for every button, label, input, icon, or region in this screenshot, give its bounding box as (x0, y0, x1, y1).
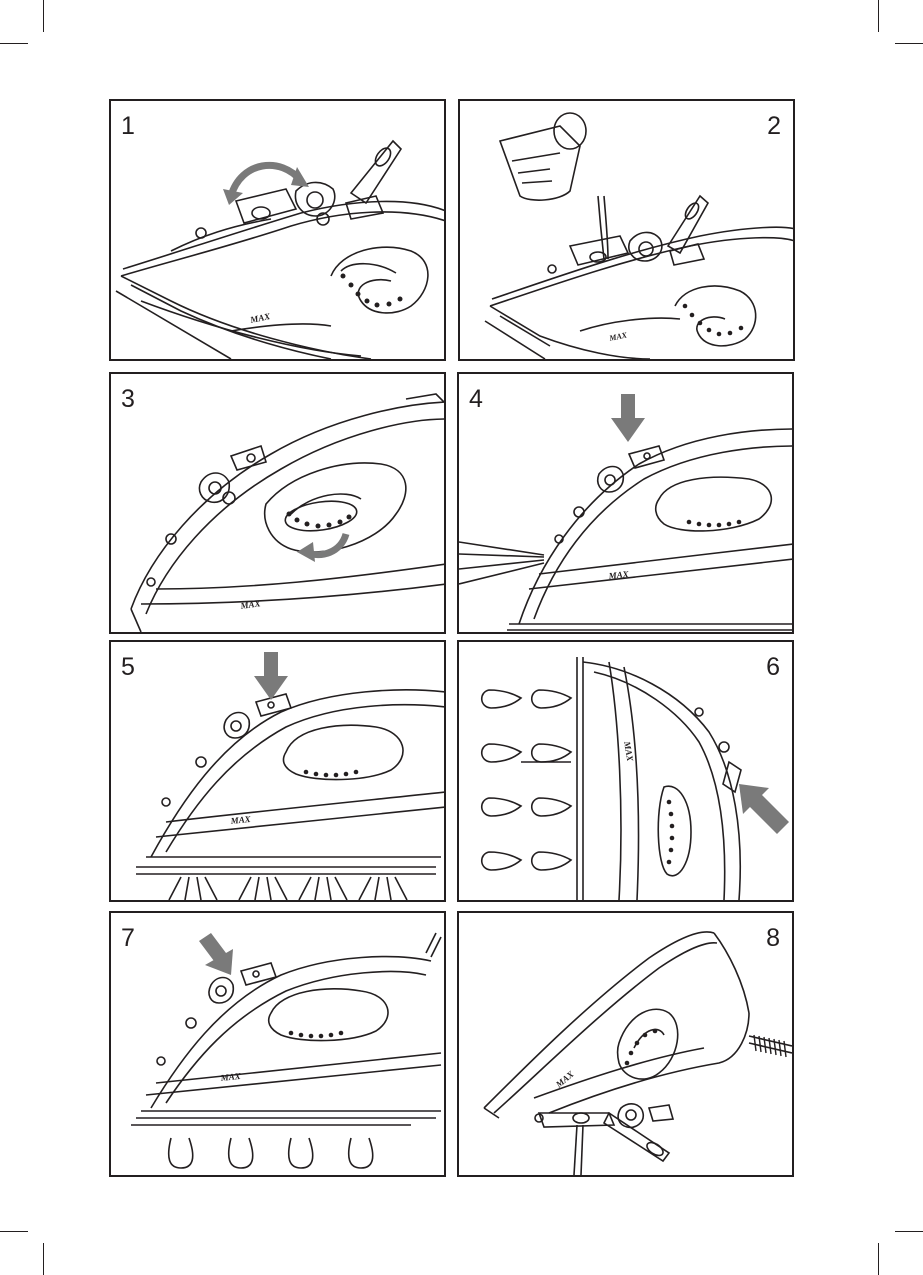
iron-illustration: MAX (111, 101, 444, 359)
max-mark: MAX (239, 598, 262, 611)
iron-illustration: MAX (111, 913, 444, 1175)
panel-number: 8 (766, 926, 780, 951)
panel-number: 3 (121, 387, 135, 412)
panel-number: 1 (121, 114, 135, 139)
crop-mark-bottom-right-v (878, 1243, 879, 1275)
panel-3-set-temperature: MAX 3 (109, 372, 446, 634)
crop-mark-top-left-v (43, 0, 44, 32)
max-mark: MAX (608, 330, 629, 343)
crop-mark-top-right-v (878, 0, 879, 32)
crop-mark-bottom-right-h (895, 1231, 923, 1232)
max-mark: MAX (229, 814, 252, 826)
max-mark: MAX (622, 740, 636, 763)
panel-8-empty-water: MAX 8 (457, 911, 794, 1177)
max-mark: MAX (248, 311, 272, 325)
crop-mark-top-left-h (0, 43, 28, 44)
max-mark: MAX (607, 569, 630, 581)
iron-illustration: MAX (111, 374, 444, 632)
panel-1-rotate-spray-cap: MAX 1 (109, 99, 446, 361)
panel-number: 5 (121, 655, 135, 680)
crop-mark-bottom-left-h (0, 1231, 28, 1232)
panel-2-fill-water: MAX 2 (458, 99, 795, 361)
panel-number: 6 (766, 655, 780, 680)
iron-illustration: MAX (111, 642, 444, 900)
panel-5-steam-burst: MAX 5 (109, 640, 446, 902)
iron-illustration: MAX (459, 642, 792, 900)
iron-illustration: MAX (459, 374, 792, 632)
crop-mark-top-right-h (895, 43, 923, 44)
panel-number: 4 (469, 387, 483, 412)
max-mark: MAX (219, 1071, 242, 1083)
panel-6-vertical-steam: MAX 6 (457, 640, 794, 902)
panel-4-spray-button: MAX 4 (457, 372, 794, 634)
panel-number: 7 (121, 926, 135, 951)
iron-illustration: MAX (459, 913, 792, 1175)
panel-7-steam-control: MAX 7 (109, 911, 446, 1177)
panel-number: 2 (767, 114, 781, 139)
crop-mark-bottom-left-v (43, 1243, 44, 1275)
iron-illustration: MAX (460, 101, 793, 359)
